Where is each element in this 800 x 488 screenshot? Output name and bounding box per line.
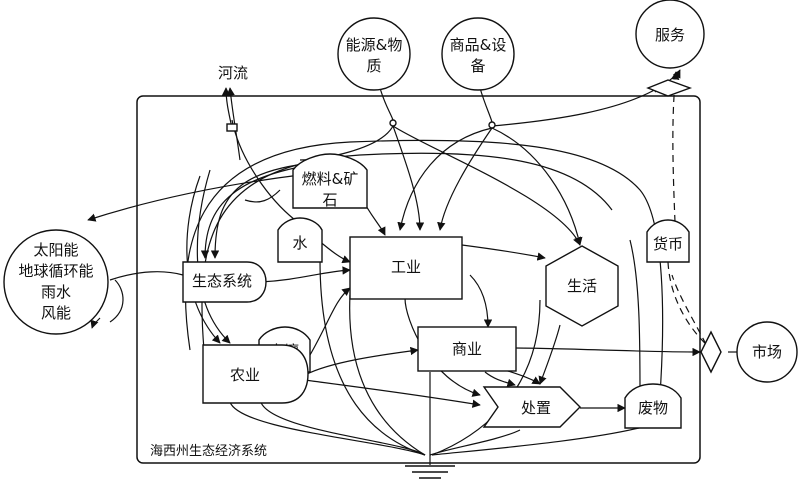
river-label: 河流 xyxy=(218,64,248,82)
commerce-component: 商业 xyxy=(417,326,517,372)
energy-source-line1: 能源&物 xyxy=(346,36,403,54)
goods-source-line1: 商品&设 xyxy=(450,36,507,54)
natural-energy-source: 太阳能 地球循环能 雨水 风能 xyxy=(3,229,109,335)
energy-materials-source: 能源&物 质 xyxy=(337,17,411,91)
goods-junction xyxy=(488,121,496,129)
system-boundary xyxy=(136,95,701,464)
energy-junction xyxy=(389,119,397,127)
market-label: 市场 xyxy=(752,343,782,361)
heat-sink-icon xyxy=(405,465,455,479)
money-label: 货币 xyxy=(653,235,683,253)
disposal-interaction: 处置 xyxy=(482,386,581,428)
market-source: 市场 xyxy=(736,321,798,383)
fuel-storage-line2: 石 xyxy=(322,191,337,209)
natural-source-line2: 地球循环能 xyxy=(18,262,93,280)
natural-source-line3: 雨水 xyxy=(41,283,71,301)
living-label: 生活 xyxy=(567,277,597,295)
agriculture-label: 农业 xyxy=(230,366,260,384)
water-label: 水 xyxy=(292,234,307,252)
ecosystem-producer: 生态系统 xyxy=(182,261,267,303)
services-transaction-diamond xyxy=(646,79,693,97)
disposal-label: 处置 xyxy=(521,399,551,417)
services-source: 服务 xyxy=(635,0,705,69)
waste-label: 废物 xyxy=(638,399,668,417)
money-storage: 货币 xyxy=(646,219,690,263)
goods-equipment-source: 商品&设 备 xyxy=(441,17,515,91)
commerce-label: 商业 xyxy=(452,340,482,358)
natural-source-line1: 太阳能 xyxy=(33,241,78,259)
fuel-storage-line1: 燃料&矿 xyxy=(302,170,359,188)
flow-lines xyxy=(87,69,742,465)
fuel-minerals-storage: 燃料&矿 石 xyxy=(292,153,368,209)
market-transaction-diamond xyxy=(700,330,722,374)
water-storage: 水 xyxy=(277,217,323,263)
living-consumer: 生活 xyxy=(545,245,619,327)
system-label: 海西州生态经济系统 xyxy=(150,444,267,459)
goods-source-line2: 备 xyxy=(470,57,485,75)
industry-label: 工业 xyxy=(391,258,421,276)
ecosystem-label: 生态系统 xyxy=(192,272,252,290)
industry-component: 工业 xyxy=(349,236,463,300)
services-label: 服务 xyxy=(655,26,685,44)
waste-storage: 废物 xyxy=(624,383,682,429)
agriculture-producer: 农业 xyxy=(202,344,309,404)
river-junction xyxy=(226,123,238,132)
natural-source-line4: 风能 xyxy=(41,304,71,322)
energy-source-line2: 质 xyxy=(366,57,381,75)
